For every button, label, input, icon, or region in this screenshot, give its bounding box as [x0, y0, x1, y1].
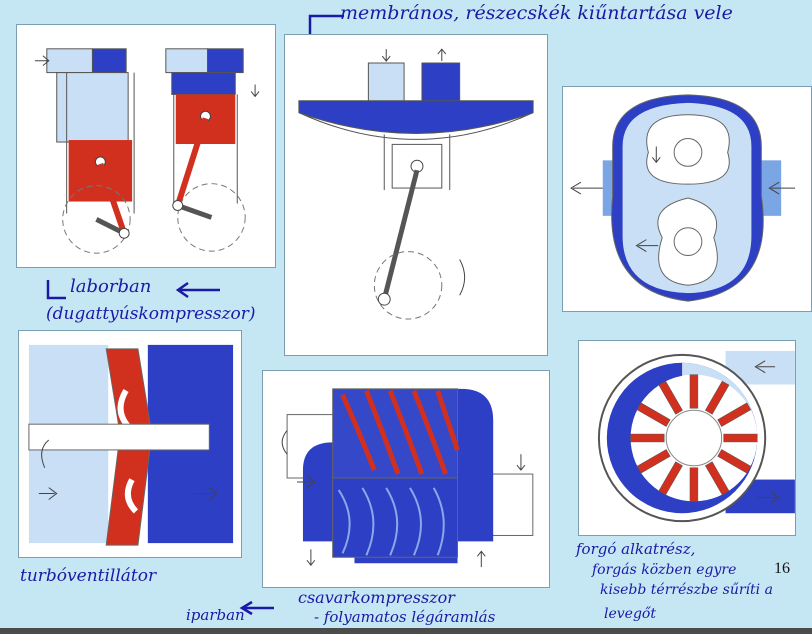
membrane-compressor-diagram [285, 35, 547, 355]
annotation-piston-compressor: (dugattyúskompresszor) [46, 304, 256, 324]
annotation-rotary-4: levegőt [604, 606, 656, 622]
panel-turbo-fan [18, 330, 242, 558]
panel-rotary-vane [578, 340, 796, 536]
annotation-rotary-2: forgás közben egyre [592, 562, 736, 578]
panel-screw-compressor [262, 370, 550, 588]
arrow-left-icon [174, 280, 224, 300]
bottom-bar [0, 628, 812, 634]
annotation-turbo: turbóventillátor [20, 566, 156, 586]
turbo-fan-diagram [19, 331, 241, 557]
panel-roots-blower [562, 86, 812, 312]
screw-compressor-diagram [263, 371, 549, 587]
annotation-screw: csavarkompresszor [298, 588, 455, 607]
annotation-continuous-flow: - folyamatos légáramlás [314, 608, 495, 626]
annotation-rotary-1: forgó alkatrész, [576, 540, 695, 558]
panel-membrane-compressor [284, 34, 548, 356]
arrow-left-icon [238, 600, 278, 616]
annotation-lab: laborban [70, 276, 151, 297]
annotation-rotary-3: kisebb térrészbe sűríti a [600, 582, 773, 598]
annotation-membrane: membrános, részecskék kiűntartása vele [340, 2, 733, 24]
arrow-left-icon [40, 276, 70, 306]
piston-compressor-diagram [17, 25, 275, 267]
panel-piston-compressor [16, 24, 276, 268]
roots-blower-diagram [563, 87, 811, 311]
annotation-industry: iparban [186, 606, 245, 624]
rotary-vane-diagram [579, 341, 795, 535]
page-number: 16 [774, 560, 790, 578]
